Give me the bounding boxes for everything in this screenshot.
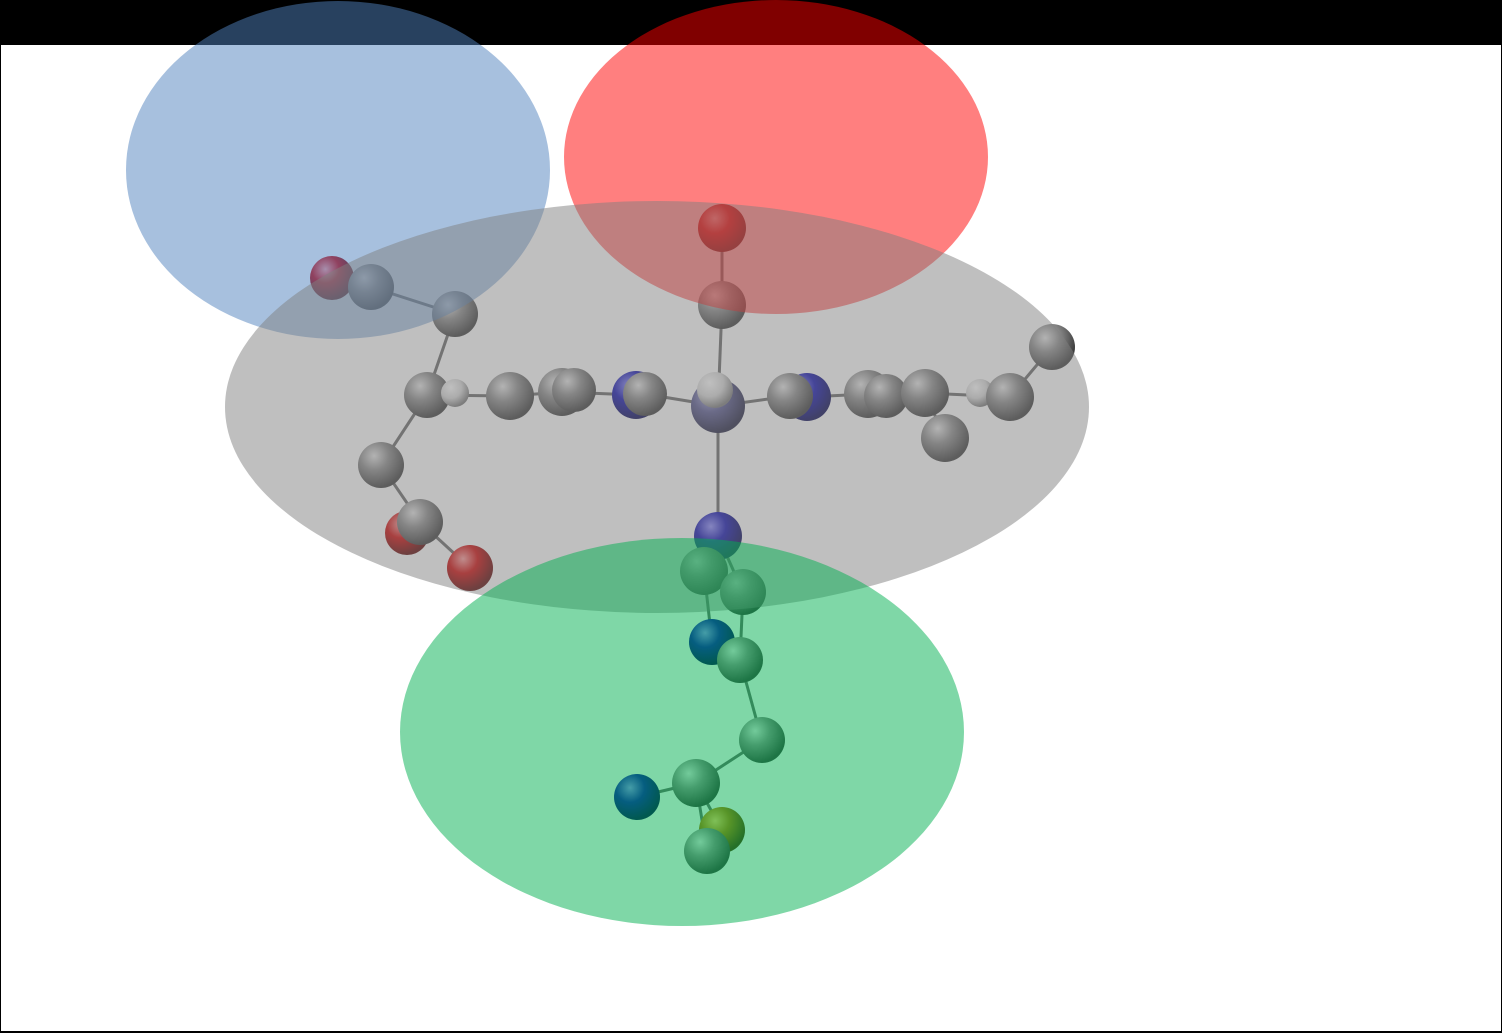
- green-region: [400, 538, 964, 926]
- region-overlay-layer: [126, 0, 1089, 926]
- gray-region: [225, 201, 1089, 613]
